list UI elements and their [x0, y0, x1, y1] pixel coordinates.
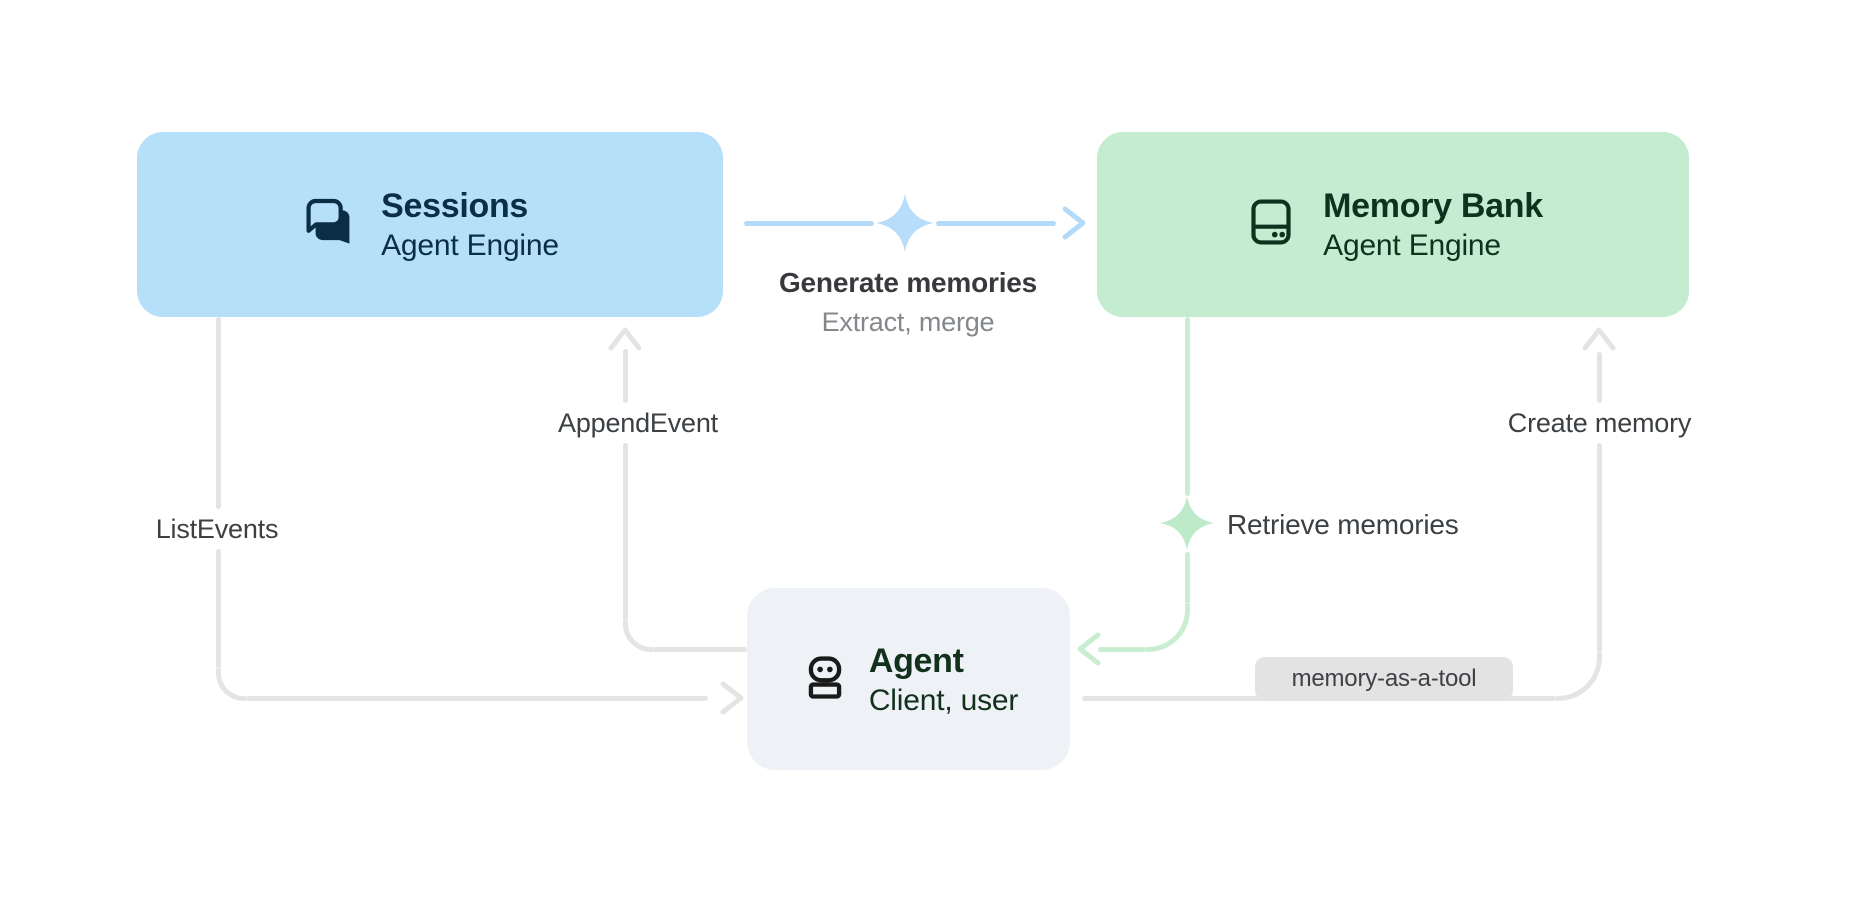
arrowhead-up-icon	[1581, 325, 1617, 366]
list-events-edge-line	[216, 549, 221, 669]
storage-icon	[1243, 194, 1299, 255]
create-memory-label: Create memory	[1477, 403, 1722, 443]
memory-as-a-tool-badge: memory-as-a-tool	[1255, 657, 1513, 700]
memory-bank-node-text: Memory Bank Agent Engine	[1323, 185, 1543, 264]
sparkle-icon	[1160, 496, 1214, 555]
append-event-label: AppendEvent	[528, 403, 748, 443]
sessions-node-text: Sessions Agent Engine	[381, 185, 559, 264]
append-event-edge-line	[623, 443, 628, 620]
chat-bubbles-icon	[301, 194, 357, 255]
memory-bank-subtitle: Agent Engine	[1323, 229, 1501, 262]
agent-node-content: Agent Client, user	[799, 640, 1018, 719]
sessions-node: Sessions Agent Engine	[137, 132, 723, 317]
agent-node-text: Agent Client, user	[868, 640, 1019, 719]
retrieve-memories-edge-line	[1185, 317, 1190, 496]
agent-title: Agent	[868, 641, 964, 680]
agent-node: Agent Client, user	[747, 588, 1070, 770]
generate-memories-label: Generate memories Extract, merge	[733, 266, 1083, 339]
retrieve-memories-edge-line	[1098, 647, 1146, 652]
append-event-edge-line	[653, 647, 747, 652]
memory-bank-node: Memory Bank Agent Engine	[1097, 132, 1689, 317]
arrowhead-up-icon	[607, 325, 643, 366]
retrieve-memories-edge-corner	[1146, 604, 1190, 652]
create-memory-edge-line	[1597, 443, 1602, 653]
generate-memories-label-sub: Extract, merge	[821, 307, 995, 337]
list-events-edge-line	[246, 696, 708, 701]
memory-bank-title: Memory Bank	[1323, 187, 1543, 225]
create-memory-edge-line	[1597, 352, 1602, 403]
generate-memories-edge-line	[744, 221, 874, 226]
arrowhead-right-icon	[1052, 205, 1088, 246]
generate-memories-label-main: Generate memories	[778, 267, 1038, 298]
arrowhead-right-icon	[710, 680, 746, 721]
append-event-edge-line	[623, 349, 628, 403]
sessions-node-content: Sessions Agent Engine	[301, 185, 559, 264]
memory-bank-node-content: Memory Bank Agent Engine	[1243, 185, 1543, 264]
sessions-subtitle: Agent Engine	[381, 229, 559, 262]
append-event-edge-corner	[623, 620, 653, 652]
retrieve-memories-edge-line	[1185, 552, 1190, 604]
list-events-edge-line	[216, 317, 221, 509]
robot-icon	[799, 651, 851, 708]
sessions-title: Sessions	[381, 187, 529, 225]
arrowhead-left-icon	[1067, 631, 1103, 672]
generate-memories-edge-line	[936, 221, 1056, 226]
agent-subtitle: Client, user	[868, 683, 1019, 717]
retrieve-memories-label: Retrieve memories	[1227, 509, 1459, 540]
sparkle-icon	[876, 194, 934, 257]
list-events-label: ListEvents	[117, 509, 317, 549]
create-memory-edge-corner	[1556, 653, 1602, 701]
list-events-edge-corner	[216, 669, 246, 701]
